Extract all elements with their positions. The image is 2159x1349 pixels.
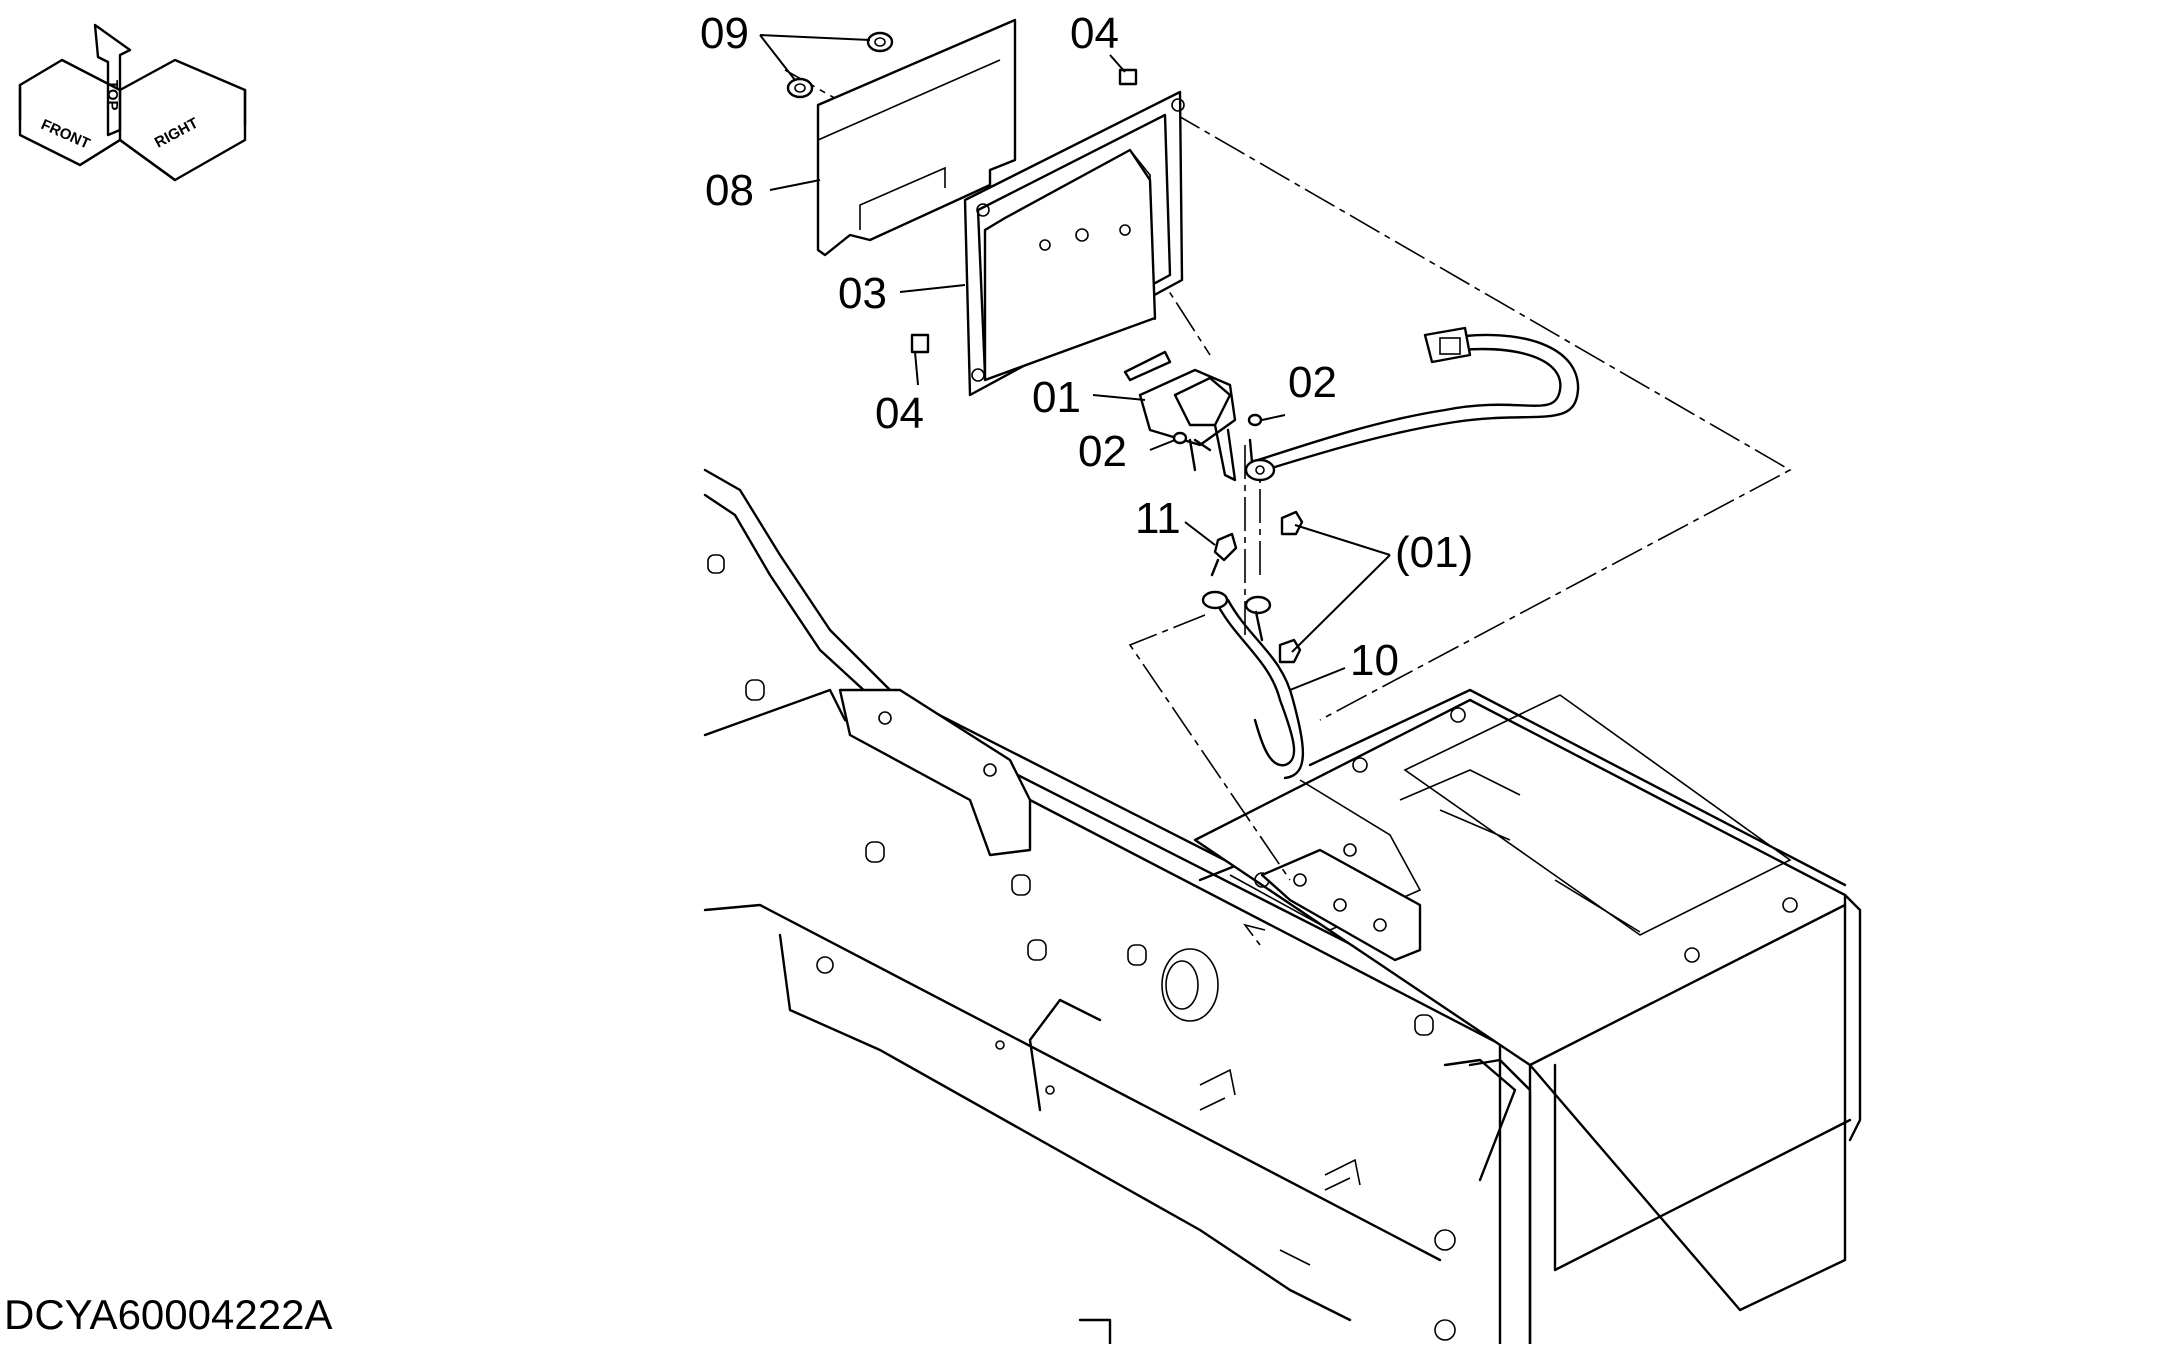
bolt-part-11 — [1213, 532, 1238, 562]
callout-02-right: 02 — [1288, 358, 1337, 407]
callout-04-left: 04 — [875, 389, 924, 438]
relay-part-01 — [1123, 350, 1237, 482]
bolts-part-04 — [910, 68, 1138, 354]
callout-03: 03 — [838, 269, 887, 318]
callout-labels: 09 04 08 03 04 01 02 02 11 (01) 10 — [700, 9, 1473, 685]
washers-part-09 — [786, 31, 894, 99]
right-label: RIGHT — [152, 115, 201, 152]
callout-04-top: 04 — [1070, 9, 1119, 58]
cover-part-03 — [963, 90, 1185, 397]
bracket-part-08 — [816, 18, 1017, 257]
drawing-code: DCYA60004222A — [4, 1291, 333, 1338]
callout-08: 08 — [705, 166, 754, 215]
callout-02-left: 02 — [1078, 427, 1127, 476]
callout-10: 10 — [1350, 636, 1399, 685]
callout-09: 09 — [700, 9, 749, 58]
orientation-icon: FRONT TOP RIGHT — [18, 23, 247, 182]
screws-part-02 — [1172, 413, 1263, 445]
top-label: TOP — [104, 80, 121, 111]
box-bolts — [1254, 707, 1798, 963]
frame-bosses — [707, 554, 1434, 1266]
leader-lines — [759, 34, 1391, 691]
nuts-part-01 — [1278, 510, 1304, 664]
battery-box — [1193, 688, 1862, 1346]
callout-11: 11 — [1135, 494, 1181, 543]
callout-01: 01 — [1032, 373, 1081, 422]
wire-harness — [1244, 326, 1580, 482]
cable-part-10 — [1201, 590, 1305, 780]
callout-01-paren: (01) — [1395, 528, 1473, 577]
